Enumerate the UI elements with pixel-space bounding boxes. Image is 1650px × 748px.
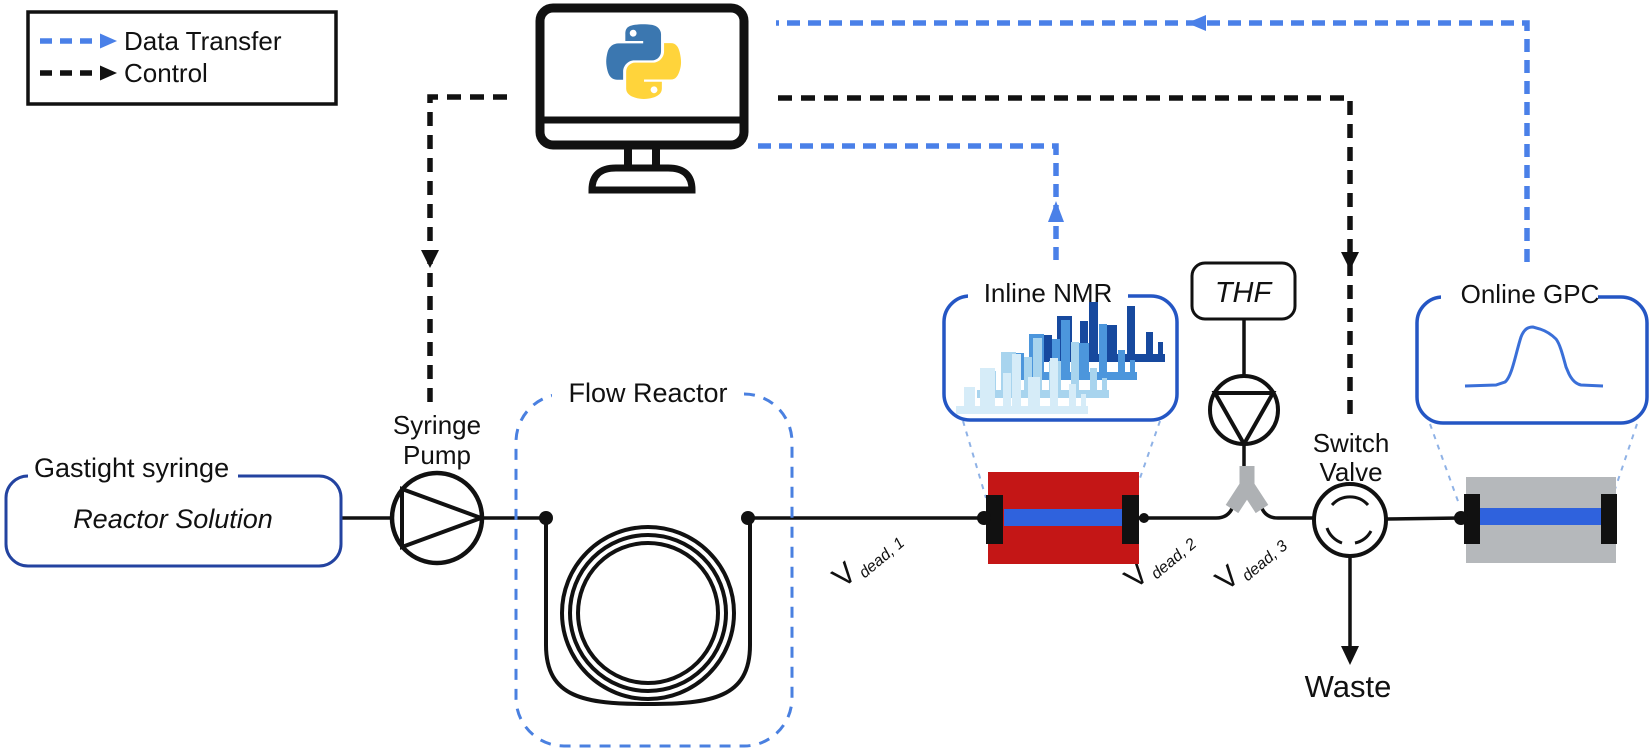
vdead1-subscript: dead, 1 [856, 535, 908, 582]
pump-triangle-icon [400, 486, 487, 550]
gastight-syringe: Gastight syringe Reactor Solution [4, 453, 343, 568]
data-line-gpc-to-computer [776, 20, 1530, 262]
junction-dot [977, 511, 991, 525]
tubing-coil-icon [544, 518, 752, 707]
nmr-flow-cell [977, 472, 1149, 564]
control-line-to-syringe-pump [427, 94, 507, 402]
control-arrow-down-valve [1341, 252, 1359, 270]
waste-arrow [1341, 646, 1359, 665]
control-connections [427, 94, 1353, 418]
rotary-valve-icon [1312, 482, 1388, 558]
nmr-callout-leader-left [962, 420, 987, 499]
thf-label: THF [1215, 277, 1274, 309]
syringe-pump-label-2: Pump [403, 440, 471, 470]
thf-feed: THF [1190, 261, 1297, 514]
legend-data-transfer-label: Data Transfer [124, 26, 282, 56]
gpc-cell-fitting-right [1601, 494, 1617, 544]
nmr-cell-fitting-right [1122, 495, 1139, 544]
gpc-flow-cell [1454, 477, 1617, 563]
svg-text:Vdead, 1: Vdead, 1 [826, 520, 908, 597]
dead-volume-1: Vdead, 1 [826, 520, 908, 597]
gpc-cell-channel [1480, 508, 1601, 525]
gpc-chromatogram-peak-icon [1464, 325, 1604, 388]
junction-dot [741, 511, 755, 525]
data-arrow-up-from-nmr [1048, 201, 1064, 222]
waste-label: Waste [1305, 669, 1392, 704]
online-gpc-box [1415, 295, 1649, 425]
switch-valve-label-2: Valve [1319, 457, 1382, 487]
vdead3-symbol: V [1209, 559, 1246, 597]
inline-nmr-callout: Inline NMR [942, 278, 1179, 422]
thf-pump-triangle-icon [1211, 391, 1277, 449]
flow-tubing [341, 505, 1462, 521]
control-arrow-down-pump [421, 250, 439, 268]
switch-valve-label-1: Switch [1313, 428, 1390, 458]
flow-reactor-label: Flow Reactor [568, 378, 727, 408]
legend-control-label: Control [124, 58, 208, 88]
thf-box [1190, 261, 1297, 321]
syringe-pump-label-1: Syringe [393, 410, 481, 440]
data-line-nmr-to-computer [758, 143, 1059, 262]
vdead2-subscript: dead, 2 [1148, 535, 1200, 582]
syringe-pump: Syringe Pump [389, 410, 487, 566]
nmr-cell-fitting-left [986, 495, 1003, 544]
junction-dot [1139, 513, 1149, 523]
control-computer [535, 3, 749, 194]
python-logo-icon [606, 24, 682, 99]
data-arrow-left-to-computer [1187, 15, 1206, 31]
online-gpc-callout: Online GPC [1415, 279, 1649, 425]
gpc-cell-fitting-left [1464, 494, 1480, 544]
label-mask [28, 462, 238, 480]
gastight-syringe-title: Gastight syringe [34, 453, 229, 483]
nmr-cell-channel [1004, 509, 1123, 526]
reactor-solution-label: Reactor Solution [73, 504, 273, 534]
gpc-callout-leader-left [1429, 423, 1460, 505]
switch-valve: Switch Valve Waste [1305, 428, 1392, 704]
svg-text:Vdead, 3: Vdead, 3 [1209, 523, 1291, 600]
y-mixer-icon [1225, 466, 1269, 514]
monitor-stand-base [588, 164, 696, 194]
flow-reactor: Flow Reactor [514, 378, 794, 748]
gpc-callout-leader-right [1611, 423, 1638, 499]
label-mask [552, 386, 744, 403]
legend: Data Transfer Control [26, 10, 338, 106]
junction-dot [1454, 511, 1468, 525]
vdead3-subscript: dead, 3 [1239, 537, 1291, 584]
legend-box [26, 10, 338, 106]
vdead1-symbol: V [826, 556, 863, 594]
dead-volume-3: Vdead, 3 [1209, 523, 1291, 600]
data-transfer-arrow-icon [100, 33, 117, 49]
label-mask [1441, 289, 1598, 304]
rotary-valve-arcs [1325, 495, 1373, 545]
data-transfer-connections [758, 20, 1530, 262]
label-mask [968, 288, 1128, 303]
online-gpc-label: Online GPC [1461, 279, 1600, 309]
junction-dot [539, 511, 553, 525]
control-line-to-switch-valve [778, 95, 1353, 418]
control-arrow-icon [100, 65, 117, 81]
